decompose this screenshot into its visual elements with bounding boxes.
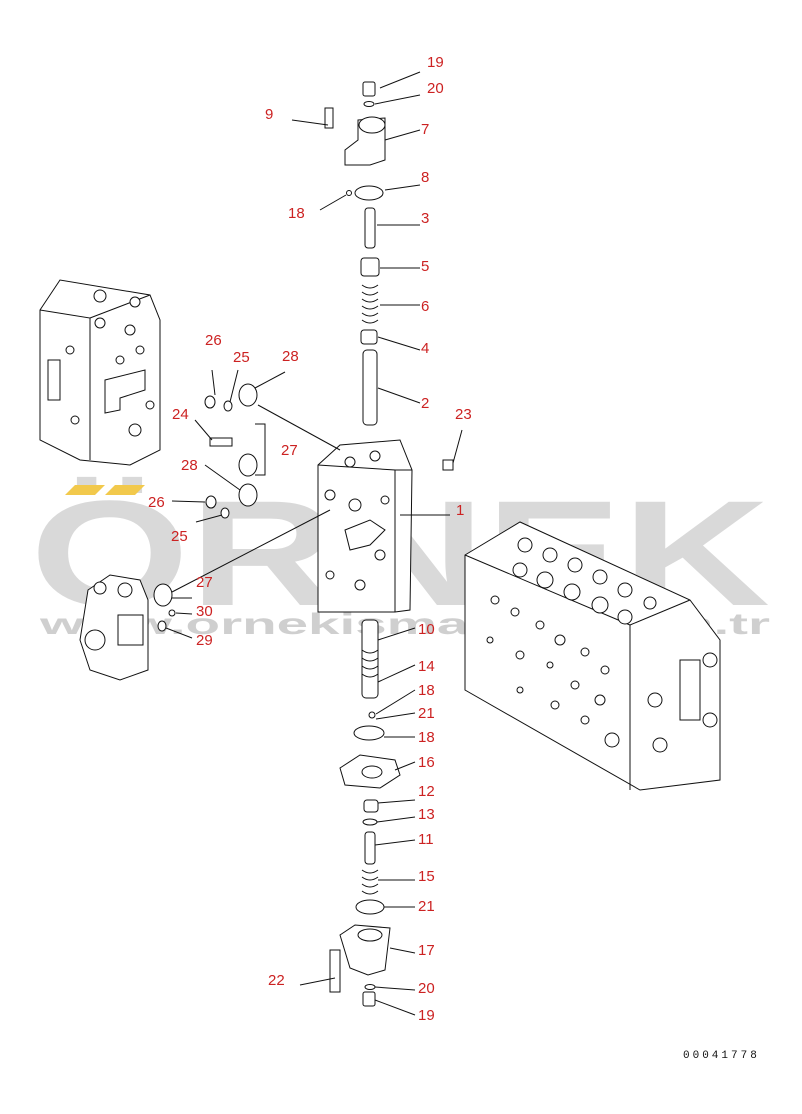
callout-13: 13 bbox=[418, 806, 435, 823]
callout-22: 22 bbox=[268, 972, 285, 989]
callout-20-top: 20 bbox=[427, 80, 444, 97]
callout-16: 16 bbox=[418, 754, 435, 771]
watermark-dot-left bbox=[65, 485, 105, 495]
drawing-code: 00041778 bbox=[683, 1050, 760, 1062]
callout-29: 29 bbox=[196, 632, 213, 649]
callout-18-lower: 18 bbox=[418, 729, 435, 746]
leader-lines bbox=[165, 71, 463, 1016]
callout-7: 7 bbox=[421, 121, 429, 138]
callout-1: 1 bbox=[456, 502, 464, 519]
callout-27-upper: 27 bbox=[281, 442, 298, 459]
side-small-parts bbox=[153, 383, 258, 632]
callout-20-bottom: 20 bbox=[418, 980, 435, 997]
callout-24: 24 bbox=[172, 406, 189, 423]
callout-18-top: 18 bbox=[288, 205, 305, 222]
valve-block-top-left bbox=[39, 279, 161, 466]
callout-26-upper: 26 bbox=[205, 332, 222, 349]
callout-8: 8 bbox=[421, 169, 429, 186]
callouts: 19 20 9 7 8 18 3 5 6 4 2 23 1 26 25 28 2… bbox=[148, 54, 472, 1024]
callout-21-lower: 21 bbox=[418, 898, 435, 915]
callout-25-upper: 25 bbox=[233, 349, 250, 366]
callout-2: 2 bbox=[421, 395, 429, 412]
callout-5: 5 bbox=[421, 258, 429, 275]
callout-28-upper: 28 bbox=[282, 348, 299, 365]
callout-28-lower: 28 bbox=[181, 457, 198, 474]
callout-4: 4 bbox=[421, 340, 429, 357]
callout-10: 10 bbox=[418, 621, 435, 638]
callout-11: 11 bbox=[418, 831, 434, 848]
callout-21-mid: 21 bbox=[418, 705, 435, 722]
lower-stack bbox=[329, 619, 401, 1007]
callout-17: 17 bbox=[418, 942, 435, 959]
side-cap-left bbox=[79, 574, 149, 681]
callout-19-bottom: 19 bbox=[418, 1007, 435, 1024]
callout-27-lower: 27 bbox=[196, 574, 213, 591]
valve-block-bottom-right bbox=[464, 521, 721, 791]
callout-14: 14 bbox=[418, 658, 435, 675]
watermark-dot-right bbox=[105, 485, 145, 495]
callout-19-top: 19 bbox=[427, 54, 444, 71]
callout-6: 6 bbox=[421, 298, 429, 315]
callout-9: 9 bbox=[265, 106, 273, 123]
callout-25-lower: 25 bbox=[171, 528, 188, 545]
callout-26-lower: 26 bbox=[148, 494, 165, 511]
callout-15: 15 bbox=[418, 868, 435, 885]
callout-18-mid: 18 bbox=[418, 682, 435, 699]
callout-30: 30 bbox=[196, 603, 213, 620]
valve-body bbox=[317, 439, 413, 613]
callout-23: 23 bbox=[455, 406, 472, 423]
upper-stack bbox=[324, 81, 454, 471]
callout-3: 3 bbox=[421, 210, 429, 227]
callout-12: 12 bbox=[418, 783, 435, 800]
